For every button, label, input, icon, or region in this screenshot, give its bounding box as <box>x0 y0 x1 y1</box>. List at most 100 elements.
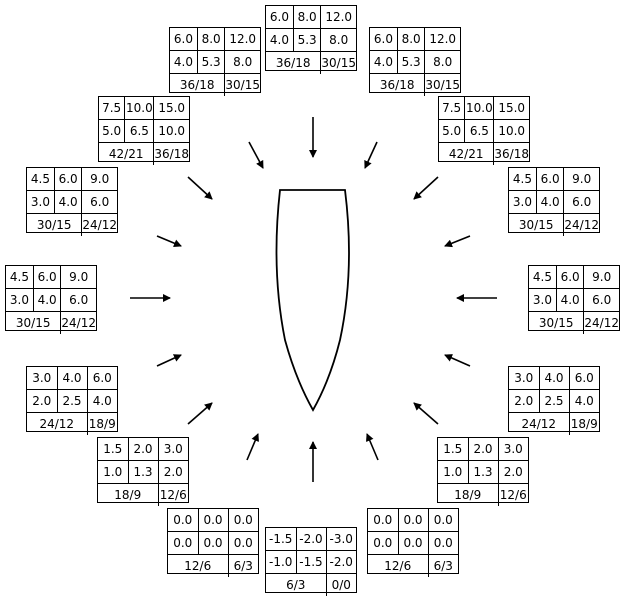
ratio-cell: 30/15 <box>424 73 460 96</box>
value-cell: 6.0 <box>60 288 96 312</box>
ratio-cell: 24/12 <box>509 412 570 435</box>
value-cell: 6.0 <box>170 28 198 51</box>
value-cell: 0.0 <box>227 509 258 532</box>
value-cell: 4.0 <box>555 288 585 312</box>
value-cell: 0.0 <box>168 509 199 532</box>
value-cell: 4.0 <box>538 367 570 390</box>
ratio-cell: 24/12 <box>583 311 619 334</box>
value-cell: 6.0 <box>53 168 83 191</box>
value-cell: 3.0 <box>27 190 55 214</box>
value-cell: 6.0 <box>535 168 565 191</box>
value-cell: 9.0 <box>60 266 96 289</box>
ratio-cell: 18/9 <box>86 412 117 435</box>
value-cell: 8.0 <box>196 28 226 51</box>
value-cell: 0.0 <box>368 509 399 532</box>
ratio-cell: 42/21 <box>99 142 155 165</box>
value-cell: 9.0 <box>583 266 619 289</box>
value-cell: 3.0 <box>509 190 537 214</box>
value-cell: 4.0 <box>86 389 117 413</box>
value-cell: 5.3 <box>196 50 226 74</box>
value-cell: 3.0 <box>157 438 188 461</box>
ratio-cell: 24/12 <box>60 311 96 334</box>
value-cell: 0.0 <box>368 531 399 555</box>
wind-arrow-ese <box>444 354 471 367</box>
value-cell: -1.0 <box>266 550 297 574</box>
boat-hull <box>275 189 350 412</box>
ratio-cell: 36/18 <box>153 142 189 165</box>
value-cell: 6.0 <box>568 367 599 390</box>
ratio-cell: 12/6 <box>157 483 188 506</box>
ratio-cell: 6/3 <box>266 573 327 596</box>
ratio-cell: 30/15 <box>509 213 565 236</box>
value-cell: 1.5 <box>438 438 469 461</box>
value-cell: 15.0 <box>493 97 529 120</box>
value-cell: 4.0 <box>370 50 398 74</box>
value-cell: 0.0 <box>397 509 429 532</box>
ratio-cell: 36/18 <box>493 142 529 165</box>
value-cell: 5.3 <box>292 28 322 52</box>
wind-arrow-se <box>413 402 439 425</box>
value-cell: 2.0 <box>157 460 188 484</box>
value-cell: 10.0 <box>153 119 189 143</box>
value-cell: 1.3 <box>127 460 159 484</box>
ratio-cell: 30/15 <box>529 311 585 334</box>
value-cell: -2.0 <box>325 550 356 574</box>
ratio-cell: 18/9 <box>98 483 159 506</box>
value-cell: 3.0 <box>529 288 557 312</box>
value-cell: 8.0 <box>396 28 426 51</box>
value-cell: 12.0 <box>320 6 356 29</box>
value-cell: 8.0 <box>224 50 260 74</box>
ratio-cell: 30/15 <box>224 73 260 96</box>
value-cell: 3.0 <box>509 367 540 390</box>
value-cell: 0.0 <box>427 531 458 555</box>
value-cell: -1.5 <box>295 550 327 574</box>
value-cell: 4.5 <box>6 266 34 289</box>
value-cell: 4.5 <box>529 266 557 289</box>
value-cell: 15.0 <box>153 97 189 120</box>
value-cell: 5.0 <box>439 119 466 143</box>
ratio-cell: 36/18 <box>266 51 322 74</box>
value-cell: 5.0 <box>99 119 126 143</box>
value-cell: 2.0 <box>467 438 499 461</box>
ratio-cell: 18/9 <box>438 483 499 506</box>
value-cell: 12.0 <box>224 28 260 51</box>
value-cell: 4.0 <box>53 190 83 214</box>
value-cell: 0.0 <box>197 531 229 555</box>
wind-arrow-ne <box>413 176 439 200</box>
value-cell: 4.0 <box>535 190 565 214</box>
ratio-cell: 0/0 <box>325 573 356 596</box>
value-cell: 6.0 <box>266 6 294 29</box>
value-cell: 0.0 <box>168 531 199 555</box>
value-cell: 1.0 <box>438 460 469 484</box>
value-cell: 6.5 <box>124 119 155 143</box>
value-cell: 0.0 <box>227 531 258 555</box>
ratio-cell: 36/18 <box>170 73 226 96</box>
value-cell: 4.5 <box>509 168 537 191</box>
value-cell: 6.0 <box>583 288 619 312</box>
value-cell: 9.0 <box>563 168 599 191</box>
value-cell: 0.0 <box>397 531 429 555</box>
value-cell: 4.0 <box>170 50 198 74</box>
ratio-cell: 36/18 <box>370 73 426 96</box>
value-cell: 0.0 <box>427 509 458 532</box>
